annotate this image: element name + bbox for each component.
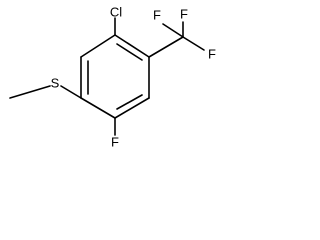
ring-double-inner-c1-c2: [116, 43, 143, 61]
sulfur-label: S: [51, 75, 60, 90]
ring-fluorine-label: F: [111, 134, 119, 149]
ring-double-inner-c3-c4: [116, 94, 143, 110]
bond-s-methyl: [9, 85, 51, 99]
ring-bond-c3-c4: [114, 97, 150, 119]
cf3-fluorine-top-label: F: [180, 6, 188, 21]
cf3-fluorine-left-label: F: [153, 7, 161, 22]
ring-bond-c6-c1: [80, 34, 116, 58]
bond-cf3-f-left: [162, 23, 184, 38]
bonds: [9, 17, 205, 136]
molecule-structure: Cl F F F S F: [9, 4, 216, 149]
ring-bond-c1-c2: [114, 34, 150, 58]
bond-cf3-f-right: [182, 36, 205, 51]
bond-c5-s: [60, 85, 82, 99]
atom-labels: Cl F F F S F: [51, 4, 216, 149]
chlorine-label: Cl: [110, 4, 122, 19]
ring-bond-c4-c5: [80, 97, 116, 119]
cf3-fluorine-right-label: F: [208, 46, 216, 61]
bond-c2-cf3: [148, 36, 184, 58]
